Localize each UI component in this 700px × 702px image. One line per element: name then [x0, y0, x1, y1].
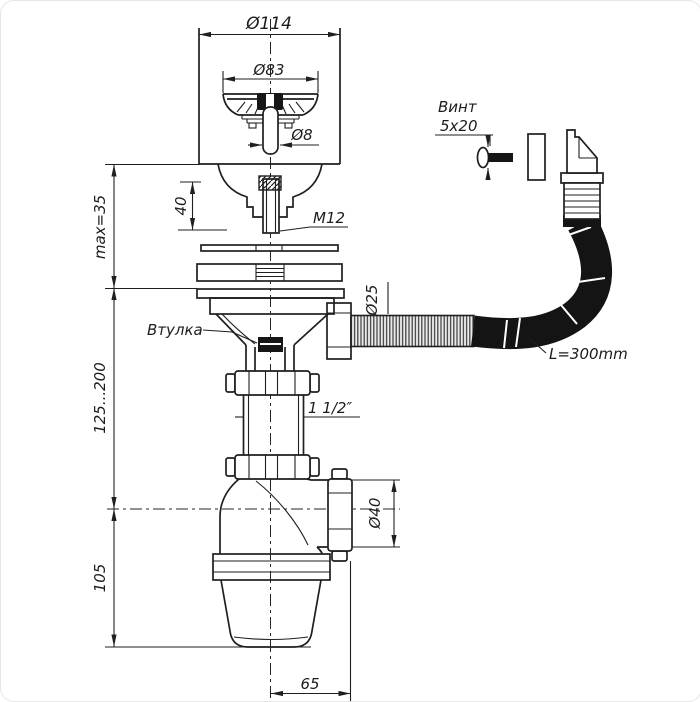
dim-label-83: Ø83 — [253, 61, 285, 79]
flexible-hose — [470, 215, 613, 350]
dim-label-40: 40 — [172, 196, 190, 215]
body-funnel — [215, 313, 329, 346]
overflow-cover-plate — [527, 133, 546, 181]
adjustable-tube-assembly: 1 1/2″ — [225, 370, 360, 480]
elbow-head — [566, 129, 598, 174]
tail-funnel — [217, 163, 323, 218]
label-screw-title: Винт — [438, 98, 478, 116]
plate-thread-lines — [255, 264, 285, 281]
coupling-nut-lower — [225, 454, 320, 480]
label-m12: M12 — [313, 209, 345, 227]
trap-left-wall — [219, 478, 240, 554]
dim-ext-83 — [222, 71, 319, 93]
trap-inner-curve — [255, 480, 309, 546]
bushing-leader — [202, 329, 258, 344]
dim-label-8: Ø8 — [290, 126, 312, 144]
dim-label-125-200: 125...200 — [91, 362, 109, 434]
gasket-and-plate — [196, 244, 343, 282]
overflow-hose-assembly: L=300mm — [470, 129, 628, 363]
strainer-knob-slot — [266, 94, 274, 109]
dim-label-25: Ø25 — [363, 285, 381, 317]
m12-leader — [279, 226, 348, 232]
corrugated-pipe — [350, 314, 475, 348]
centerlines — [107, 19, 400, 701]
trap-collar — [212, 553, 331, 581]
overflow-elbow — [560, 129, 604, 220]
body-neck — [245, 345, 295, 371]
screw-shaft — [488, 153, 513, 162]
body-upper — [209, 297, 335, 315]
dim-extension-lines — [105, 163, 311, 648]
label-screw-size: 5x20 — [440, 117, 478, 135]
dim-label-105: 105 — [91, 564, 109, 593]
strainer-bowl — [222, 93, 319, 155]
drain-body: Втулка — [147, 288, 352, 371]
outlet-nut — [327, 468, 353, 562]
tube-outer-walls — [242, 395, 305, 455]
trap-outlet-branch — [306, 478, 330, 555]
hose-length-leader — [528, 337, 547, 354]
dim-label-max35: max=35 — [91, 195, 109, 259]
stud-hatched-cap — [258, 175, 282, 191]
rubber-gasket — [200, 244, 339, 252]
overflow-inlet-sleeve — [326, 302, 352, 360]
screw-leader — [435, 134, 493, 146]
left-dimension-chain: max=35 125...200 105 — [91, 163, 311, 648]
label-hose-length: L=300mm — [549, 345, 628, 363]
screw-callout: Винт 5x20 — [435, 98, 513, 180]
coupling-nut-upper — [225, 370, 320, 396]
overflow-pipe: Ø25 — [350, 282, 475, 348]
strainer-pin — [262, 106, 279, 155]
dim-label-40mm: Ø40 — [366, 498, 384, 530]
label-thread-1-5: 1 1/2″ — [308, 399, 352, 417]
dim-label-65: 65 — [300, 675, 319, 693]
top-strainer-section: Ø114 Ø83 Ø8 — [198, 14, 341, 165]
drain-tail-section: 40 M12 — [172, 163, 348, 234]
elbow-flange — [560, 172, 604, 184]
hose-segment-marks — [503, 226, 606, 349]
strainer-housing-box — [198, 28, 341, 165]
label-bushing: Втулка — [147, 321, 203, 339]
tube-inner-walls — [247, 395, 300, 455]
bottom-offset-dimension: 65 — [271, 675, 351, 697]
screw-head — [476, 146, 490, 169]
trap-body: Ø40 — [212, 468, 400, 701]
dim-label-114: Ø114 — [245, 14, 292, 34]
